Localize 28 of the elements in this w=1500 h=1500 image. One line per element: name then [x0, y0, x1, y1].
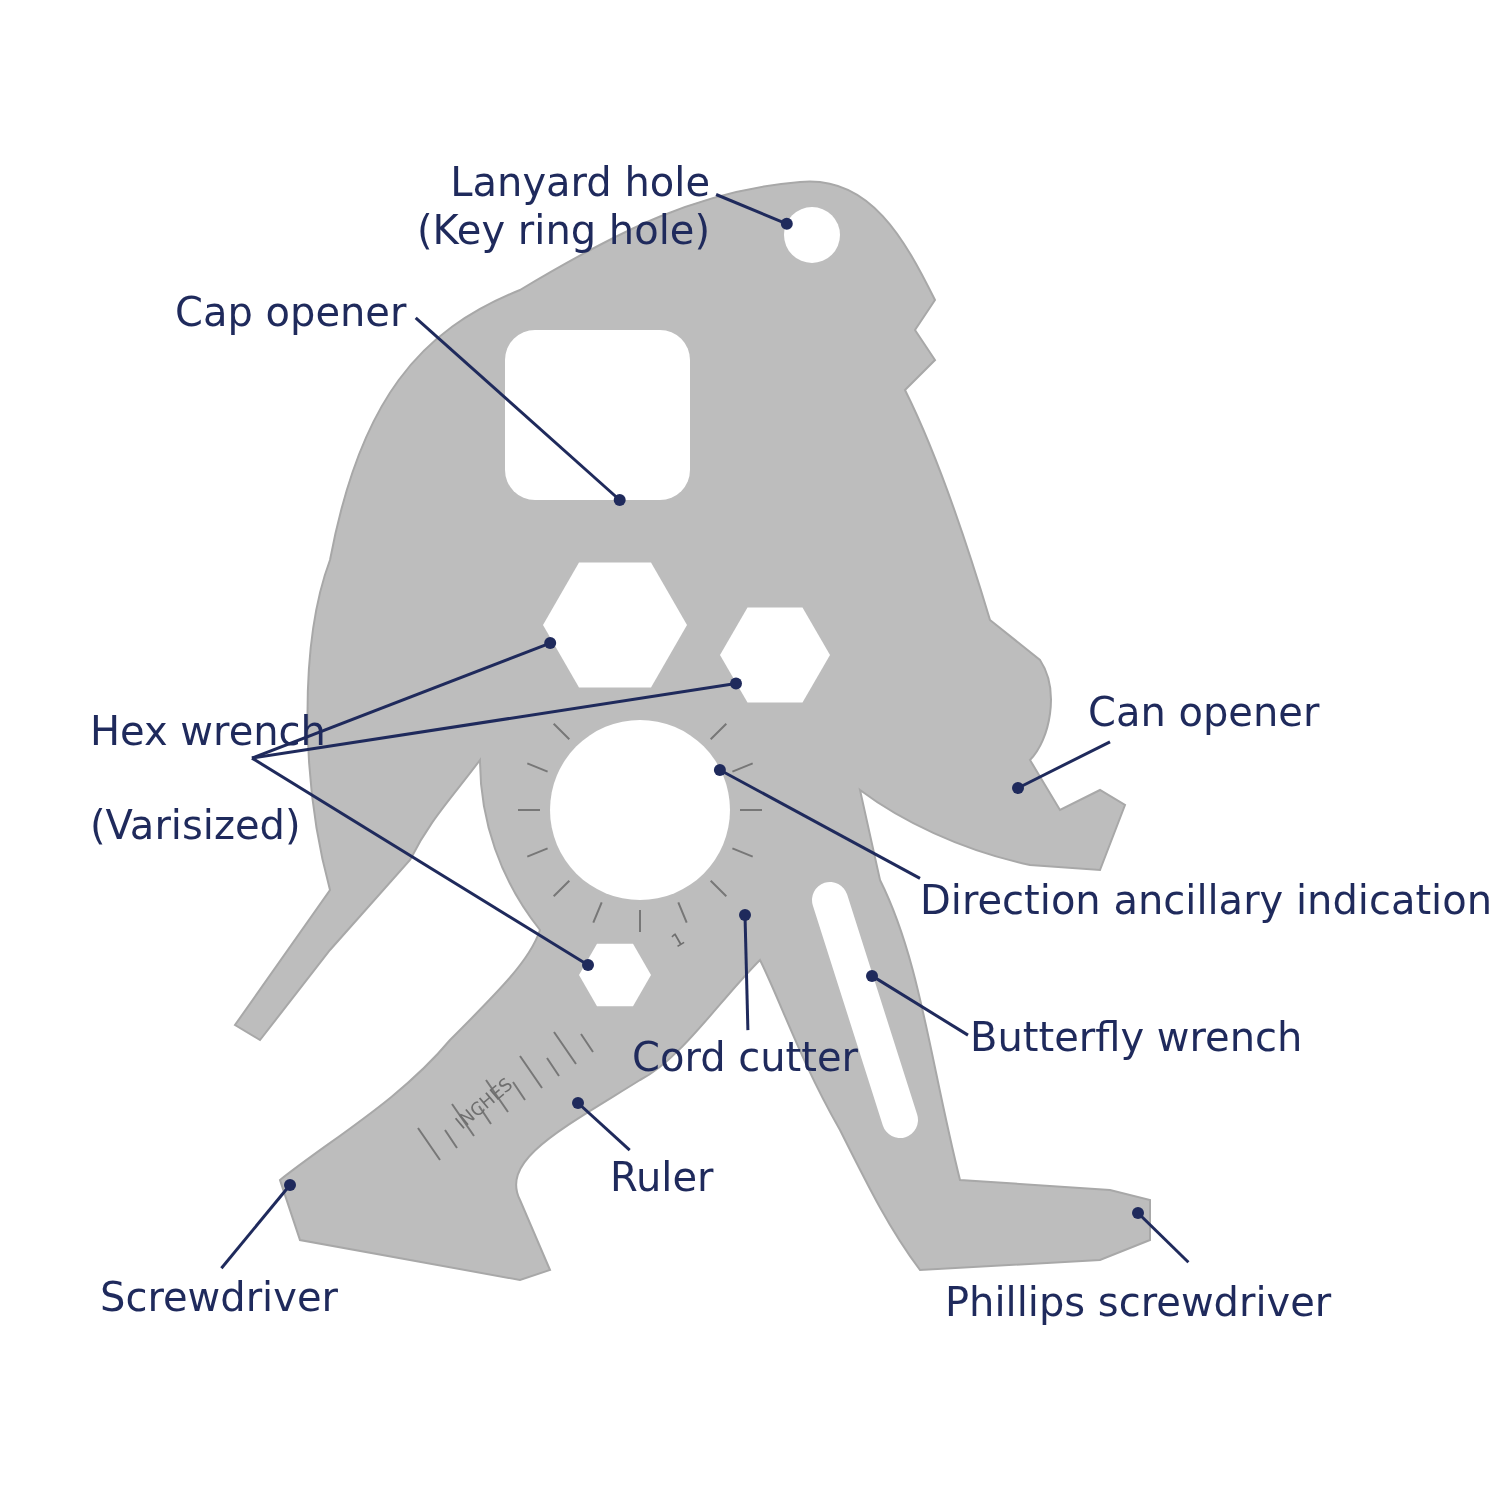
leader-line: [251, 756, 594, 971]
hex-hole: [543, 562, 687, 688]
center-hole: [550, 720, 730, 900]
engraved-text: 1: [667, 927, 688, 952]
callout-label: Lanyard hole (Key ring hole): [405, 158, 710, 254]
bottle-opener-slot: [505, 330, 690, 500]
leader-line: [713, 764, 921, 880]
callout-label: Can opener: [1088, 688, 1320, 736]
callout-label: Cord cutter: [632, 1033, 858, 1081]
callout-label: Screwdriver: [100, 1273, 338, 1321]
leader-line: [251, 677, 742, 760]
callout-label: Ruler: [610, 1153, 714, 1201]
hex-hole: [720, 607, 830, 703]
callout-label: Phillips screwdriver: [945, 1278, 1332, 1326]
leader-line: [1012, 740, 1111, 794]
leader-line: [1132, 1207, 1190, 1264]
hex-hole: [579, 943, 651, 1007]
leader-line: [739, 909, 751, 1031]
callout-label: Butterfly wrench: [970, 1013, 1303, 1061]
leader-line: [572, 1097, 631, 1152]
callout-label: Hex wrench (Varisized): [90, 684, 340, 872]
key-ring-hole: [784, 207, 840, 263]
callout-label: Cap opener: [175, 288, 407, 336]
leader-line: [715, 193, 793, 230]
leader-line: [220, 1179, 296, 1270]
leader-line: [866, 969, 969, 1037]
callout-label: Direction ancillary indication: [920, 876, 1493, 924]
leader-line: [414, 316, 626, 506]
